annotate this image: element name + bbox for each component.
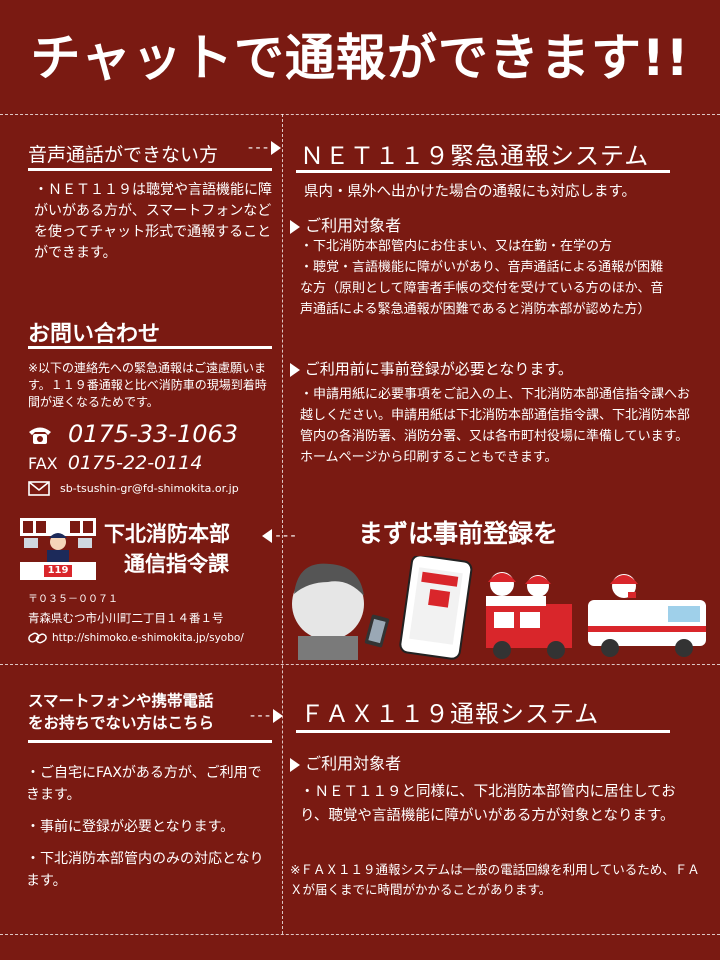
fax-label: FAX xyxy=(28,454,58,473)
list-item: ・事前に登録が必要となります。 xyxy=(26,819,235,835)
net119-target-list: ・下北消防本部管内にお住まい、又は在勤・在学の方 ・聴覚・言語機能に障がいがあり… xyxy=(300,236,676,320)
net119-heading: ＮＥＴ１１９緊急通報システム xyxy=(300,142,650,170)
fax119-target-text: ・ＮＥＴ１１９と同様に、下北消防本部管内に居住しており、聴覚や言語機能に障がいが… xyxy=(300,784,676,824)
arrow-right-icon: - - - xyxy=(250,708,283,724)
postal-code: 〒０３５－００７１ xyxy=(28,594,118,605)
mail-icon xyxy=(28,481,50,500)
list-item: ・聴覚・言語機能に障がいがあり、音声通話による通報が困難な方（原則として障害者手… xyxy=(300,260,664,317)
fax119-heading: ＦＡＸ１１９通報システム xyxy=(300,700,600,728)
register-callout: まずは事前登録を xyxy=(358,519,559,548)
list-item: ・下北消防本部管内のみの対応となります。 xyxy=(26,851,264,889)
badge-119: 119 xyxy=(44,565,72,577)
net119-target-heading: ご利用対象者 xyxy=(290,212,401,236)
no-phone-heading-line1: スマートフォンや携帯電話 xyxy=(28,692,214,710)
contact-underline xyxy=(28,346,272,349)
phone-icon xyxy=(26,424,54,450)
address: 青森県むつ市小川町二丁目１４番１号 xyxy=(28,611,224,625)
dispatch-center-illustration: 119 xyxy=(20,518,96,580)
divider-top xyxy=(0,114,720,115)
no-phone-heading: スマートフォンや携帯電話 をお持ちでない方はこちら xyxy=(28,690,214,734)
triangle-icon xyxy=(290,219,300,234)
heading-underline xyxy=(28,168,272,171)
org-name-line2: 通信指令課 xyxy=(124,552,229,576)
link-icon xyxy=(28,630,48,649)
divider-bottom xyxy=(0,934,720,935)
net119-subtitle: 県内・県外へ出かけた場合の通報にも対応します。 xyxy=(304,184,637,200)
triangle-icon xyxy=(290,362,300,377)
arrow-right-icon: - - - xyxy=(248,140,281,156)
divider-middle xyxy=(0,664,720,665)
contact-note: ※以下の連絡先への緊急通報はご遠慮願います。１１９番通報と比べ消防車の現場到着時… xyxy=(28,361,267,409)
fax119-underline xyxy=(296,730,670,733)
fax119-note: ※ＦＡＸ１１９通報システムは一般の電話回線を利用しているため、ＦＡＸが届くまでに… xyxy=(290,862,700,897)
net119-underline xyxy=(296,170,670,173)
no-phone-underline xyxy=(28,740,272,743)
fax-target-heading-label: ご利用対象者 xyxy=(305,754,402,773)
fax119-target-heading: ご利用対象者 xyxy=(290,750,401,774)
target-heading-label: ご利用対象者 xyxy=(305,216,402,235)
arrow-left-icon: - - - xyxy=(262,528,296,544)
voice-unable-text: ・ＮＥＴ１１９は聴覚や言語機能に障がいがある方が、スマートフォンなどを使ってチャ… xyxy=(34,182,272,261)
no-phone-heading-line2: をお持ちでない方はこちら xyxy=(28,714,215,732)
fax-line: FAX 0175-22-0114 xyxy=(28,452,202,474)
list-item: ・下北消防本部管内にお住まい、又は在勤・在学の方 xyxy=(300,239,613,254)
list-item: ・ご自宅にFAXがある方が、ご利用できます。 xyxy=(26,765,262,803)
register-heading-label: ご利用前に事前登録が必要となります。 xyxy=(304,360,573,378)
net119-register-text: ・申請用紙に必要事項をご記入の上、下北消防本部通信指令課へお越しください。申請用… xyxy=(300,387,691,465)
tel-number[interactable]: 0175-33-1063 xyxy=(68,420,239,448)
website-link[interactable]: http://shimoko.e-shimokita.jp/syobo/ xyxy=(52,632,244,644)
page-title: チャットで通報ができます!! xyxy=(30,29,690,87)
emergency-vehicles-illustration xyxy=(288,554,714,660)
no-phone-list: ・ご自宅にFAXがある方が、ご利用できます。 ・事前に登録が必要となります。 ・… xyxy=(26,762,274,892)
contact-heading: お問い合わせ xyxy=(28,322,161,347)
voice-unable-heading: 音声通話ができない方 xyxy=(28,144,219,166)
email-link[interactable]: sb-tsushin-gr@fd-shimokita.or.jp xyxy=(60,482,239,495)
triangle-icon xyxy=(290,757,300,772)
net119-register-heading: ご利用前に事前登録が必要となります。 xyxy=(290,358,573,379)
divider-vertical xyxy=(282,114,283,934)
fax-number: 0175-22-0114 xyxy=(67,452,203,474)
org-name-line1: 下北消防本部 xyxy=(104,522,230,546)
